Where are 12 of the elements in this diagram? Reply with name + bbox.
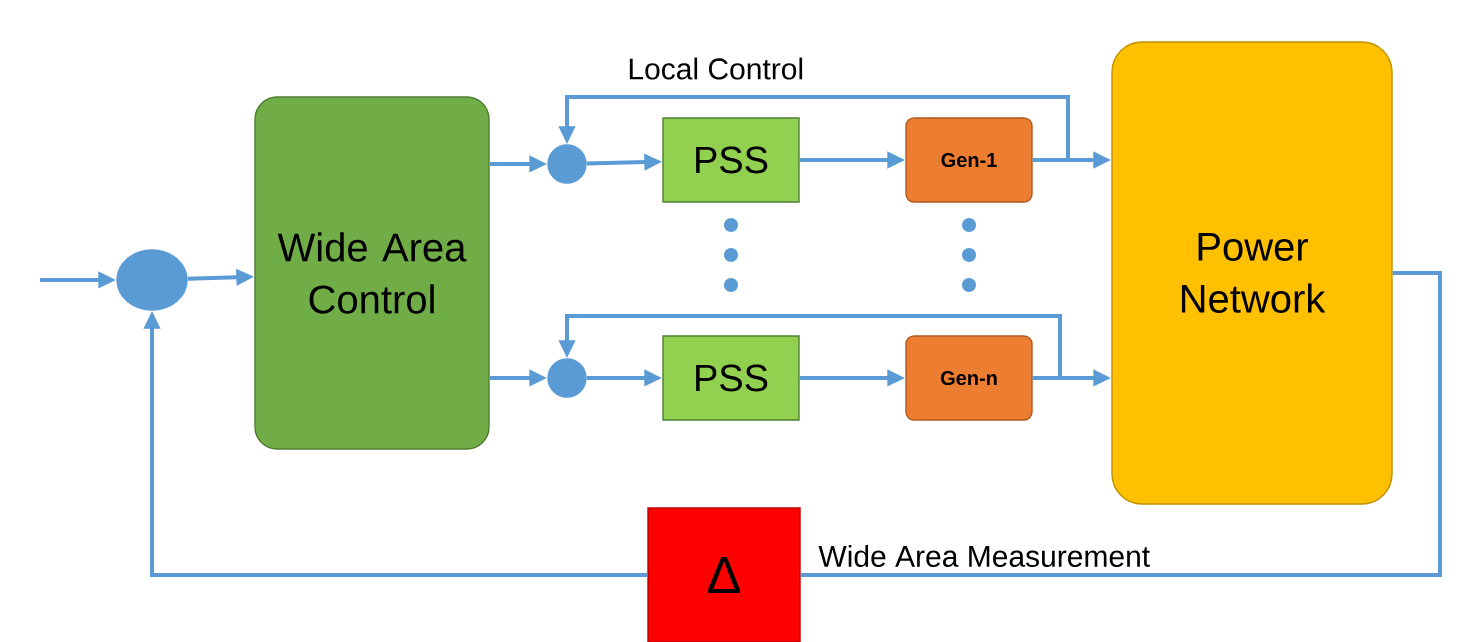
block-box: Wide Area Control [254,96,490,450]
block-box: Gen-n [905,335,1033,421]
label: Wide Area Measurement [818,545,1150,567]
label: Local Control [629,57,803,80]
block-box: PSS [662,117,800,203]
block-box: PSS [662,335,800,421]
summing-circle [547,358,587,398]
block-box: Gen-1 [905,117,1033,203]
block-box: Power Network [1111,41,1393,505]
summing-circle [547,144,587,184]
summing-circle [116,249,188,311]
block-box: Δ [647,507,801,642]
